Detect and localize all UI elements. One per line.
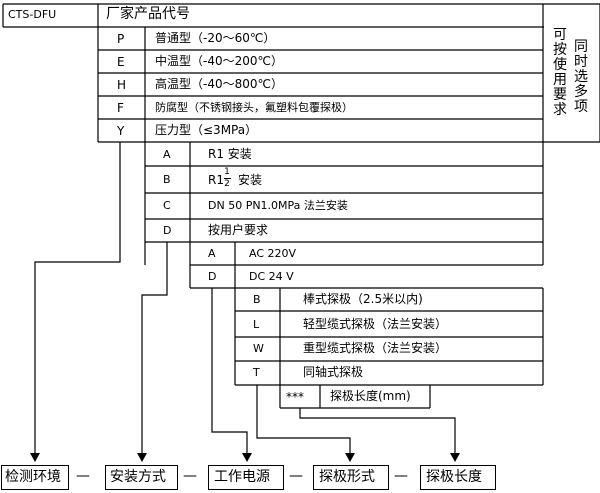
probe-code-l: L	[253, 318, 260, 331]
note-column-1: 可按使 用要求	[553, 27, 567, 118]
separator-dash: —	[76, 468, 90, 484]
mount-code-a: A	[163, 148, 171, 161]
type-code-e: E	[117, 55, 125, 69]
label-box-environment	[1, 465, 69, 490]
separator-dash: —	[394, 468, 408, 484]
length-label: 探极长度(mm)	[330, 389, 411, 403]
note-column-2: 同时选 多项	[574, 39, 588, 115]
bottom-label-environment: 检测环境	[5, 469, 61, 485]
separator-dash: —	[289, 468, 303, 484]
bottom-label-probe-type: 探极形式	[319, 469, 375, 485]
mount-label-b-prefix: R1	[208, 173, 224, 187]
probe-label-w: 重型缆式探极（法兰安装）	[303, 341, 448, 355]
label-box-probe-type	[313, 465, 389, 490]
mount-fraction-denominator: 2	[224, 179, 230, 189]
model-code: CTS-DFU	[8, 8, 57, 21]
mount-label-c: DN 50 PN1.0MPa 法兰安装	[208, 199, 348, 212]
probe-code-w: W	[253, 342, 264, 355]
probe-label-l: 轻型缆式探极（法兰安装）	[303, 317, 448, 331]
bottom-label-mounting: 安装方式	[110, 469, 166, 485]
probe-label-b: 棒式探极（2.5米以内)	[303, 292, 423, 306]
type-label-y: 压力型（≤3MPa）	[155, 123, 258, 137]
mount-fraction-numerator: 1	[224, 167, 230, 177]
type-code-h: H	[117, 78, 127, 92]
mount-label-a: R1 安装	[208, 147, 252, 161]
power-label-d: DC 24 V	[249, 270, 294, 283]
power-label-a: AC 220V	[249, 247, 297, 260]
arrow-down-icon	[345, 453, 355, 462]
type-label-h: 高温型（-40～800℃）	[155, 77, 283, 91]
mount-code-d: D	[163, 224, 172, 237]
mount-label-d: 按用户要求	[208, 223, 269, 237]
bottom-label-probe-length: 探极长度	[426, 469, 482, 485]
arrow-down-icon	[137, 453, 147, 462]
header-title: 厂家产品代号	[106, 6, 190, 22]
arrow-down-icon	[30, 453, 40, 462]
type-code-f: F	[117, 101, 124, 115]
label-box-probe-length	[420, 465, 496, 490]
label-box-mounting	[105, 465, 178, 490]
power-code-d: D	[208, 270, 217, 283]
mount-label-b: 安装	[238, 173, 263, 187]
bottom-label-power: 工作电源	[214, 469, 270, 485]
arrow-down-icon	[450, 453, 460, 462]
type-label-f: 防腐型（不锈钢接头，氟塑料包覆探极）	[155, 101, 353, 114]
type-label-p: 普通型（-20～60℃）	[155, 31, 276, 45]
mount-code-b: B	[163, 173, 171, 186]
separator-dash: —	[183, 468, 197, 484]
type-code-p: P	[117, 32, 125, 46]
length-code: ***	[286, 390, 304, 404]
power-code-a: A	[208, 247, 216, 260]
probe-code-t: T	[253, 366, 260, 379]
probe-code-b: B	[253, 293, 261, 306]
label-box-power	[208, 465, 284, 490]
mount-code-c: C	[163, 199, 171, 212]
mount-fraction-bar	[224, 178, 231, 179]
probe-label-t: 同轴式探极	[303, 365, 364, 379]
type-label-e: 中温型（-40～200℃）	[155, 54, 283, 68]
type-code-y: Y	[117, 124, 125, 138]
arrow-down-icon	[242, 453, 252, 462]
